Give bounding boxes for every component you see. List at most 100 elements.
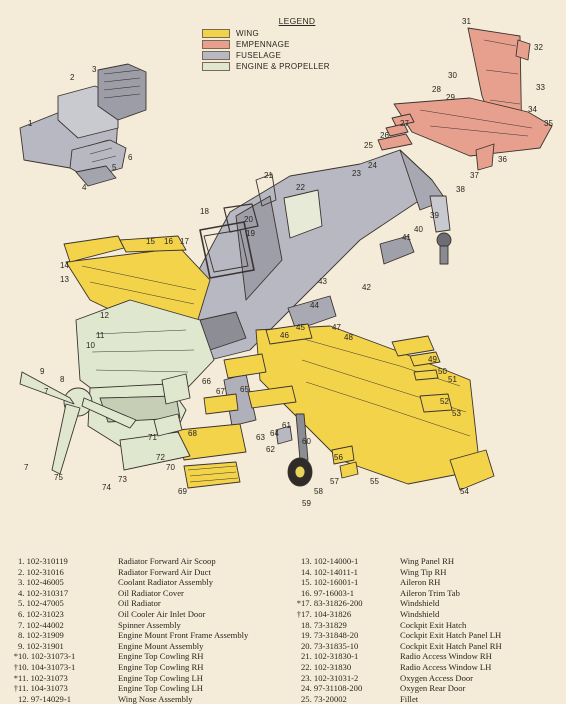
callout-59: 59 bbox=[302, 499, 311, 508]
legend-swatch-wing bbox=[202, 29, 230, 38]
part-code: 73-31848-20 bbox=[313, 630, 359, 641]
part-number: 15. 102-16001-1 bbox=[289, 577, 400, 588]
callout-3: 3 bbox=[92, 65, 97, 74]
part-description: Oil Radiator Cover bbox=[118, 587, 184, 598]
part-index: 16. bbox=[301, 587, 312, 598]
part-number: 4. 102-310317 bbox=[6, 588, 118, 599]
part-code: 97-14029-1 bbox=[30, 693, 72, 704]
callout-23: 23 bbox=[352, 169, 361, 178]
part-description: Oxygen Access Door bbox=[400, 672, 474, 683]
part-index: 21. bbox=[301, 651, 312, 662]
part-description: Oxygen Rear Door bbox=[400, 683, 466, 694]
fuselage-group bbox=[187, 149, 452, 427]
callout-32: 32 bbox=[534, 43, 543, 52]
legend-item-empennage: EMPENNAGE bbox=[202, 39, 362, 50]
part-mark: † bbox=[296, 608, 301, 619]
callout-34: 34 bbox=[528, 105, 537, 114]
part-description: Wing Nose Assembly bbox=[118, 693, 193, 704]
callout-25: 25 bbox=[364, 141, 373, 150]
part-description: Wing Panel RH bbox=[400, 556, 455, 566]
part-code: 102-31016 bbox=[26, 566, 64, 577]
callout-45: 45 bbox=[296, 323, 305, 332]
callout-24: 24 bbox=[368, 161, 377, 170]
part-description: Radiator Forward Air Scoop bbox=[118, 556, 216, 566]
part-code: 102-310317 bbox=[26, 587, 69, 598]
part-index: 11. bbox=[18, 683, 29, 694]
callout-46: 46 bbox=[280, 331, 289, 340]
callout-12: 12 bbox=[100, 311, 109, 320]
part-mark: † bbox=[13, 661, 18, 672]
callout-11: 11 bbox=[96, 331, 105, 340]
part-number: 1. 102-310119 bbox=[6, 556, 118, 567]
callout-15: 15 bbox=[146, 237, 155, 246]
callout-18: 18 bbox=[200, 207, 209, 216]
callout-70: 70 bbox=[166, 463, 175, 472]
part-index: 15. bbox=[301, 577, 312, 588]
callout-73: 73 bbox=[118, 475, 127, 484]
callout-56: 56 bbox=[334, 453, 343, 462]
part-number: 20. 73-31835-10 bbox=[289, 641, 400, 652]
part-code: 102-31023 bbox=[26, 608, 64, 619]
part-code: 97-16003-1 bbox=[313, 587, 355, 598]
part-index: 11. bbox=[18, 672, 29, 683]
part-index: 24. bbox=[301, 683, 312, 694]
part-code: 102-31901 bbox=[26, 640, 64, 651]
part-code: 104-31073 bbox=[30, 683, 68, 694]
part-number: 13. 102-14000-1 bbox=[289, 556, 400, 567]
part-code: 102-31909 bbox=[26, 630, 64, 641]
callout-7a: 7 bbox=[44, 387, 49, 396]
exploded-aircraft-diagram: 1 2 3 4 5 6 7 7 8 9 10 11 12 13 14 15 16… bbox=[19, 17, 553, 508]
part-index: 6. bbox=[18, 608, 25, 619]
part-index: 25. bbox=[301, 693, 312, 704]
part-code: 83-31826-200 bbox=[313, 598, 363, 609]
part-index: 22. bbox=[301, 661, 312, 672]
callout-58: 58 bbox=[314, 487, 323, 496]
part-description: Radiator Forward Air Duct bbox=[118, 566, 211, 577]
part-number: 6. 102-31023 bbox=[6, 609, 118, 620]
engine-propeller-group bbox=[19, 299, 215, 475]
callout-75: 75 bbox=[54, 473, 63, 482]
part-index: 10. bbox=[18, 661, 29, 672]
part-number: 22. 102-31830 bbox=[289, 662, 400, 673]
part-code: 102-47005 bbox=[26, 598, 64, 609]
part-description: Aileron RH bbox=[400, 577, 441, 588]
callout-37: 37 bbox=[470, 171, 479, 180]
callout-17: 17 bbox=[180, 237, 189, 246]
part-code: 104-31073-1 bbox=[30, 661, 76, 672]
part-index: 7. bbox=[18, 619, 25, 630]
callout-10: 10 bbox=[86, 341, 95, 350]
callout-61: 61 bbox=[282, 421, 291, 430]
callout-43: 43 bbox=[318, 277, 327, 286]
part-code: 102-31830-1 bbox=[313, 651, 359, 662]
callout-47: 47 bbox=[332, 323, 341, 332]
part-code: 102-310119 bbox=[26, 556, 68, 566]
callout-28: 28 bbox=[432, 85, 441, 94]
callout-54: 54 bbox=[460, 487, 469, 496]
part-number: 21. 102-31830-1 bbox=[289, 651, 400, 662]
part-code: 102-14000-1 bbox=[313, 556, 359, 566]
part-number: 5. 102-47005 bbox=[6, 598, 118, 609]
part-number: 9. 102-31901 bbox=[6, 641, 118, 652]
callout-16: 16 bbox=[164, 237, 173, 246]
legend-item-engine-propeller: ENGINE & PROPELLER bbox=[202, 61, 362, 72]
callout-74: 74 bbox=[102, 483, 111, 492]
callout-63: 63 bbox=[256, 433, 265, 442]
callout-5: 5 bbox=[112, 163, 117, 172]
callout-19: 19 bbox=[246, 229, 255, 238]
callout-30: 30 bbox=[448, 71, 457, 80]
part-index: 17. bbox=[301, 608, 312, 619]
callout-41: 41 bbox=[402, 233, 411, 242]
callout-20: 20 bbox=[244, 215, 253, 224]
